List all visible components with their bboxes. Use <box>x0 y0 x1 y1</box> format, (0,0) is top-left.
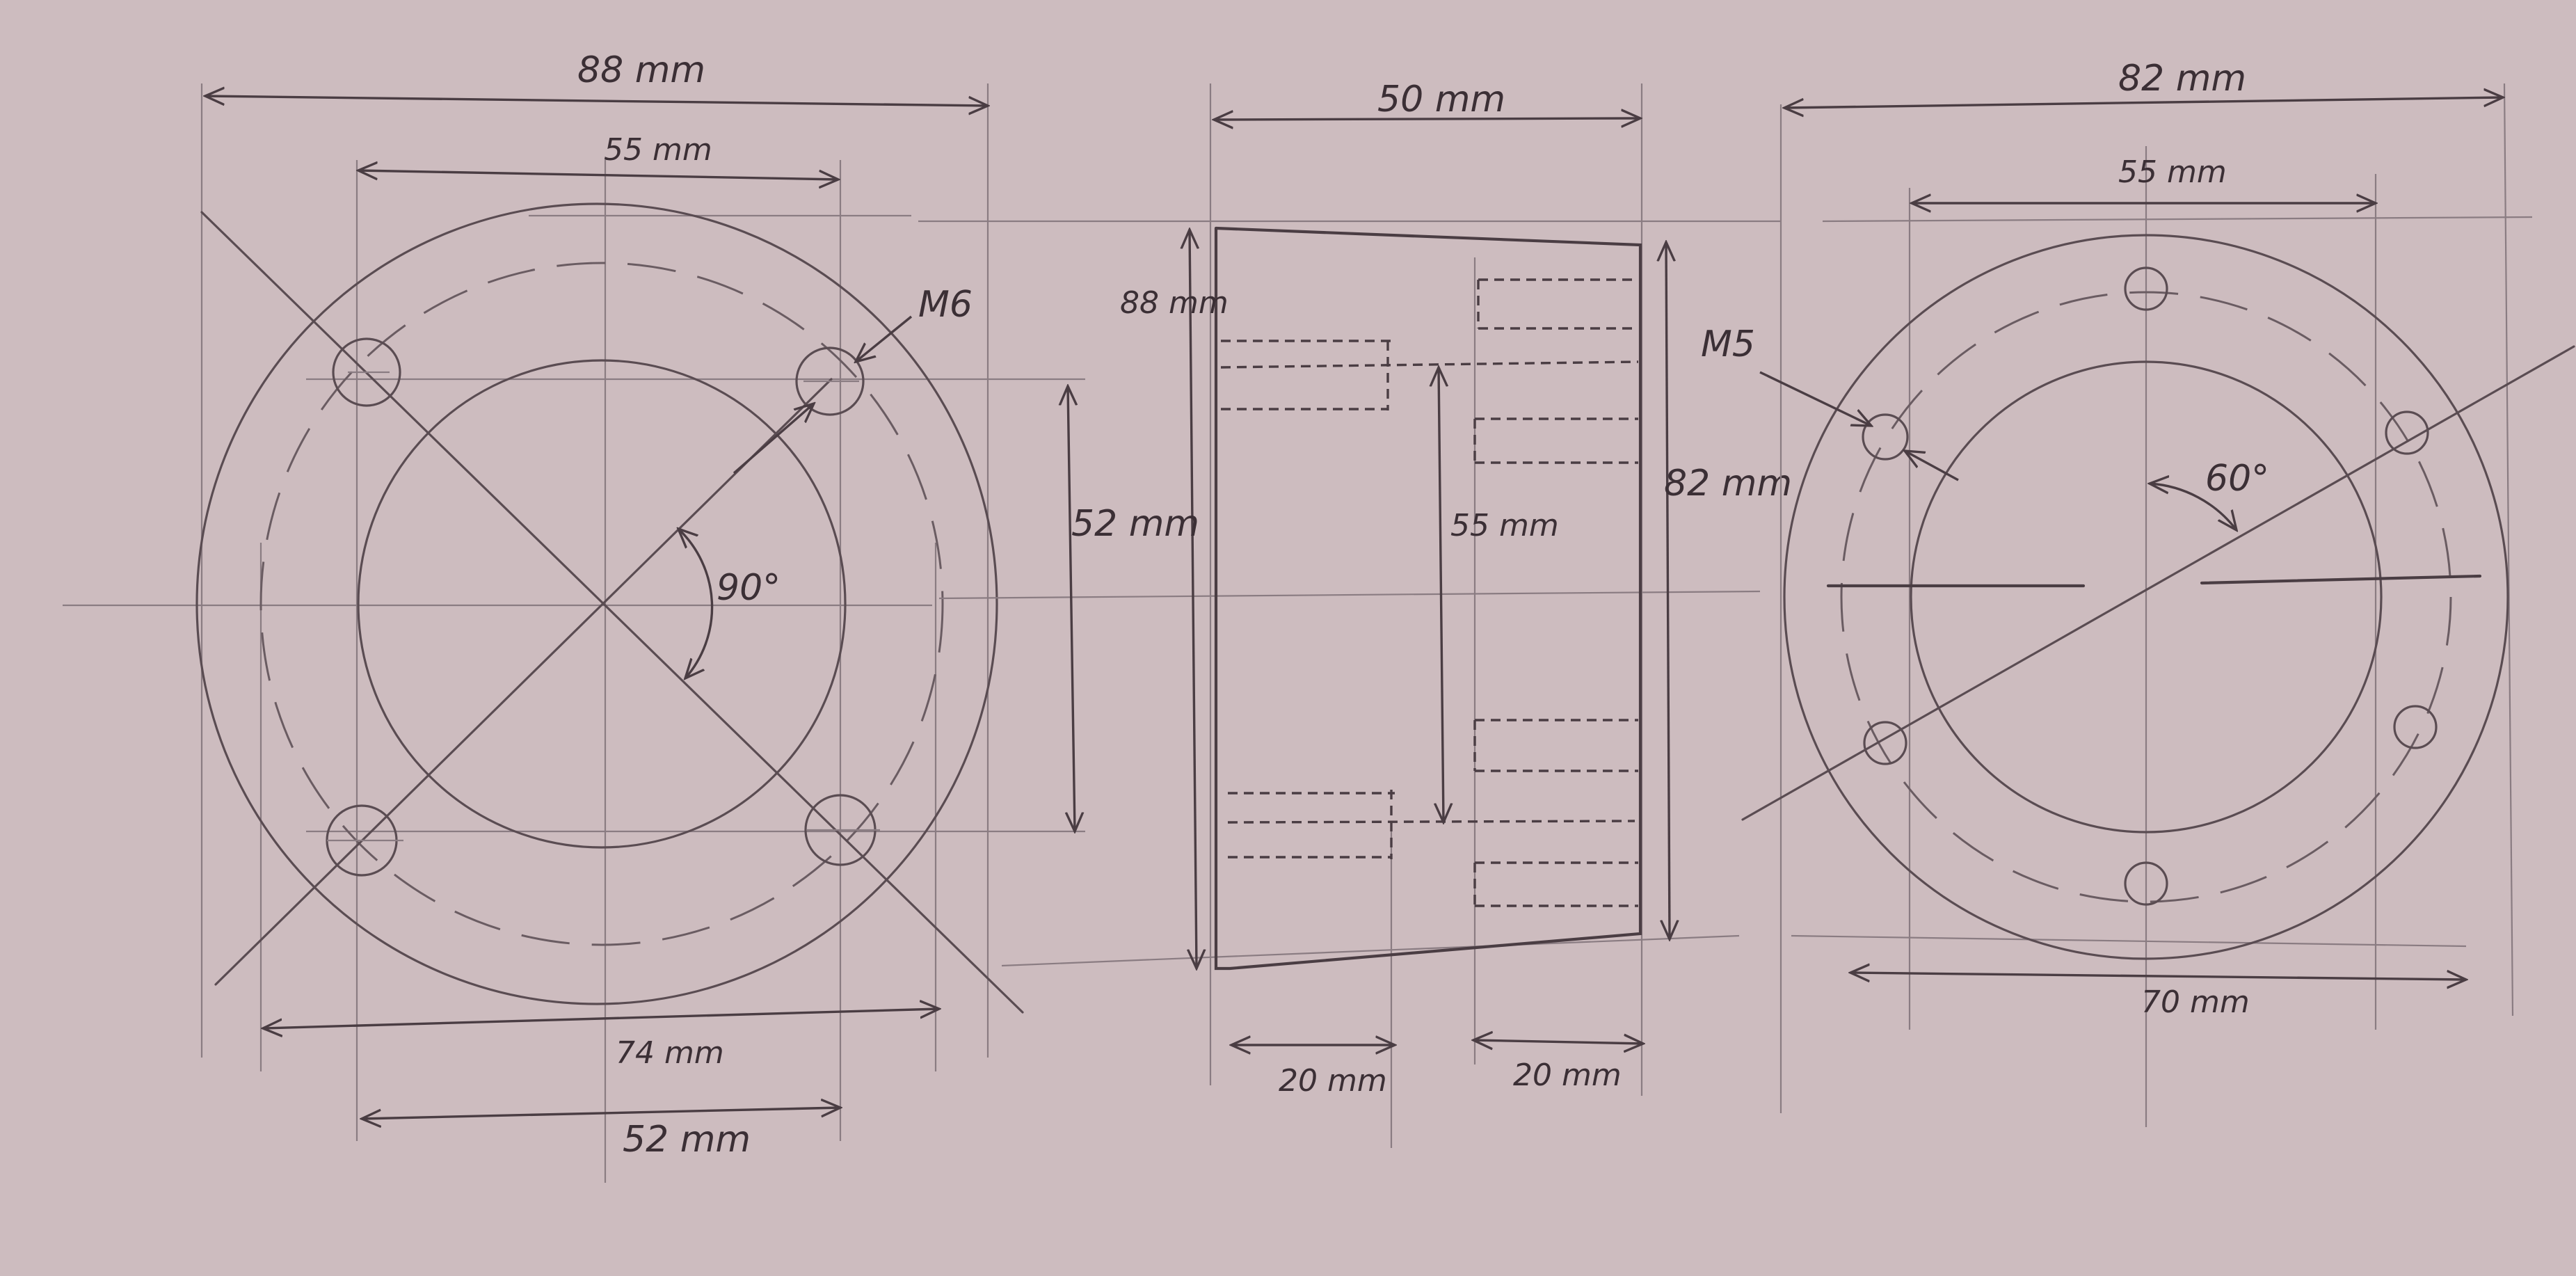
right-hole <box>1862 413 1909 461</box>
right-m5-leader <box>1905 451 1959 481</box>
left-dim-arrow-55 <box>358 170 838 180</box>
left-dim-55-label: 55 mm <box>604 132 712 168</box>
left-angle-arc <box>678 529 714 678</box>
side-body-outline <box>1214 226 1642 971</box>
left-dim-arrow-88 <box>205 96 988 106</box>
right-m5-leader <box>1759 371 1871 426</box>
side-dim-52-label: 52 mm <box>1071 503 1199 545</box>
side-hidden-bore <box>1227 820 1635 824</box>
right-diagonal-line <box>1741 345 2575 821</box>
side-center-line <box>938 590 1761 600</box>
left-angle-label: 90° <box>717 567 781 609</box>
right-hole <box>2124 861 2168 906</box>
side-dim-arrow-82 <box>1666 242 1670 939</box>
right-construction-line <box>1791 934 2467 948</box>
left-dim-88-label: 88 mm <box>577 49 705 91</box>
right-hole <box>2385 410 2429 455</box>
left-bolt-circle <box>259 262 944 946</box>
side-dim-20-right-label: 20 mm <box>1513 1058 1622 1093</box>
right-angle-label: 60° <box>2205 458 2269 500</box>
side-dim-arrow-88 <box>1190 230 1197 968</box>
right-outer-circle <box>1783 234 2509 960</box>
left-inner-circle <box>357 359 847 849</box>
side-dim-arrow-50 <box>1214 118 1640 120</box>
left-dim-74-label: 74 mm <box>616 1035 724 1071</box>
side-dim-55-label: 55 mm <box>1450 508 1559 543</box>
left-thread-label: M6 <box>918 284 973 326</box>
side-dim-arrow-55 <box>1439 367 1443 822</box>
left-dim-arrow-52 <box>362 1108 840 1119</box>
side-dim-arrow-20-right <box>1473 1040 1643 1044</box>
right-dim-arrow-82 <box>1784 97 2503 108</box>
left-m6-leader <box>856 315 913 362</box>
right-hole <box>1863 721 1907 765</box>
right-hole <box>2393 705 2438 749</box>
right-bolt-circle <box>1840 291 2452 903</box>
right-construction-line <box>1822 216 2533 223</box>
right-dim-82-label: 82 mm <box>2118 58 2246 99</box>
side-construction-line <box>1001 934 1740 967</box>
left-diagonal-line <box>200 211 1024 1014</box>
side-dim-82-label: 82 mm <box>1664 463 1792 504</box>
right-flange-view: 82 mm 55 mm 70 mm M5 60° <box>1701 58 2575 1127</box>
left-m6-leader <box>733 404 814 474</box>
right-dim-55-label: 55 mm <box>2118 154 2227 190</box>
side-dim-50-label: 50 mm <box>1377 79 1505 120</box>
right-dim-arrow-70 <box>1850 973 2466 980</box>
left-diagonal-line <box>214 378 833 986</box>
side-hidden-bore <box>1220 360 1639 369</box>
right-dim-70-label: 70 mm <box>2141 984 2250 1020</box>
side-dim-20-left-label: 20 mm <box>1279 1063 1387 1099</box>
right-inner-circle <box>1910 360 2383 834</box>
right-hole <box>2124 266 2168 311</box>
left-hole <box>332 337 401 407</box>
right-center-line-h <box>2200 574 2482 585</box>
right-angle-arc <box>2150 484 2237 530</box>
left-flange-view: 88 mm 55 mm 74 mm 52 mm M6 90° <box>63 49 1085 1183</box>
side-view: 50 mm 88 mm 82 mm 52 mm 55 mm 20 mm 20 m… <box>918 79 1792 1148</box>
right-construction-line <box>2503 83 2514 1016</box>
left-dim-arrow-74 <box>263 1009 939 1028</box>
side-dim-88-label: 88 mm <box>1120 285 1229 321</box>
right-thread-label: M5 <box>1701 324 1755 365</box>
left-dim-52-label: 52 mm <box>623 1119 751 1161</box>
side-dim-arrow-52 <box>1068 386 1075 831</box>
left-hole <box>795 346 865 416</box>
